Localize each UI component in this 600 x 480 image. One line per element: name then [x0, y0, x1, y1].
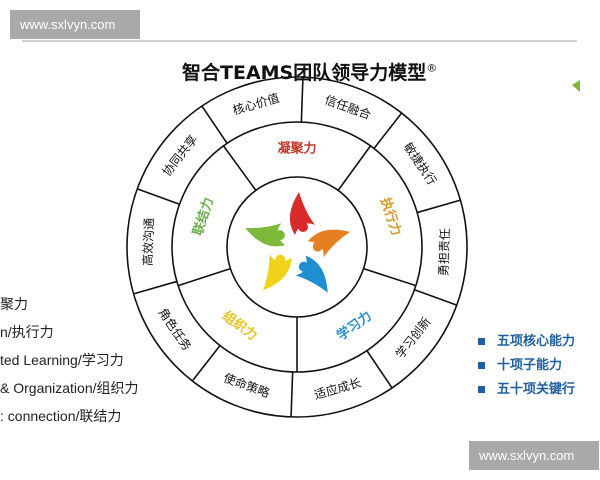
teams-logo-icon — [245, 192, 350, 293]
inner-ring-label: 组织力 — [219, 308, 260, 344]
legend-item: n/执行力 — [0, 324, 54, 340]
summary-item: 十项子能力 — [478, 354, 575, 378]
inner-ring-label: 学习力 — [334, 308, 375, 344]
outer-ring-label: 信任融合 — [323, 92, 373, 123]
legend-item: ted Learning/学习力 — [0, 352, 124, 368]
page-title: 智合TEAMS团队领导力模型® — [182, 58, 437, 85]
outer-ring-label: 高效沟通 — [140, 218, 157, 267]
divider-line — [22, 40, 577, 42]
bullet-square-icon — [478, 386, 485, 393]
bullet-square-icon — [478, 362, 485, 369]
summary-item: 五十项关键行 — [478, 378, 575, 402]
outer-ring-label: 适应成长 — [312, 374, 362, 402]
right-summary-list: 五项核心能力 十项子能力 五十项关键行 — [478, 330, 575, 402]
inner-ring-label: 联结力 — [190, 196, 217, 238]
inner-ring-label: 凝聚力 — [277, 141, 316, 157]
outer-ring-label: 核心价值 — [231, 90, 281, 118]
watermark-top: www.sxlvyn.com — [10, 10, 140, 39]
left-legend-list: 聚力 n/执行力 ted Learning/学习力 & Organization… — [0, 290, 139, 430]
legend-item: : connection/联结力 — [0, 408, 122, 424]
title-text: 智合TEAMS团队领导力模型 — [182, 62, 427, 84]
corner-decoration-icon — [572, 80, 580, 92]
outer-ring-label: 勇担责任 — [437, 228, 453, 276]
bullet-square-icon — [478, 338, 485, 345]
summary-item: 五项核心能力 — [478, 330, 575, 354]
inner-ring-label: 执行力 — [377, 196, 404, 238]
registered-mark: ® — [426, 61, 438, 75]
legend-item: 聚力 — [0, 296, 28, 312]
outer-ring-label: 角色任务 — [155, 305, 194, 353]
watermark-bottom: www.sxlvyn.com — [469, 441, 599, 470]
outer-ring-label: 使命策略 — [222, 370, 272, 401]
legend-item: & Organization/组织力 — [0, 380, 139, 396]
